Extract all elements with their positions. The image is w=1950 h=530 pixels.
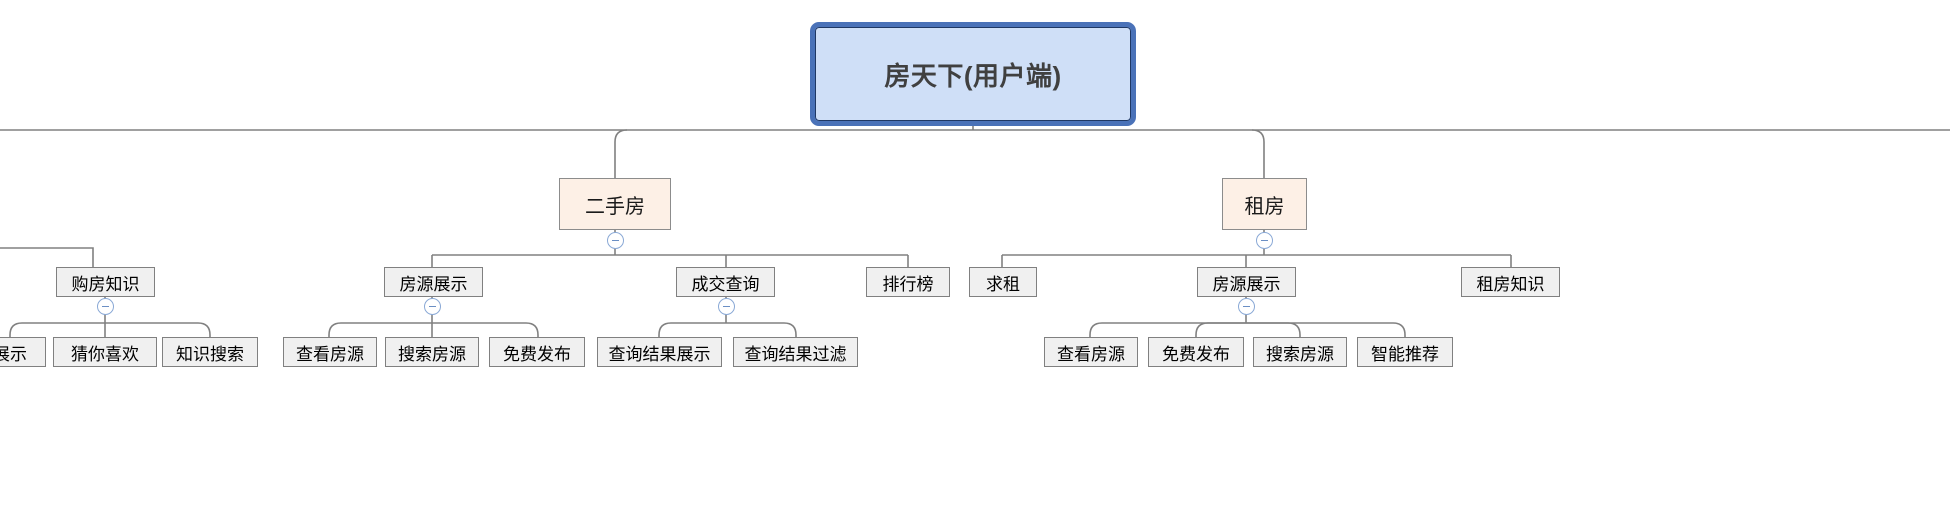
minus-icon [1243, 306, 1250, 307]
leaf-node-label: 搜索房源 [1266, 344, 1334, 364]
group-node-label: 房源展示 [399, 274, 468, 294]
group-node-chengjiaochaxun[interactable]: 成交查询 [676, 267, 775, 297]
group-node-zufangzhishi[interactable]: 租房知识 [1461, 267, 1560, 297]
leaf-node-zhanshi[interactable]: 展示 [0, 337, 46, 367]
leaf-node-label: 猜你喜欢 [71, 344, 139, 364]
leaf-node-suosuofangyuan-ershou[interactable]: 搜索房源 [385, 337, 479, 367]
minus-icon [429, 306, 436, 307]
group-node-label: 成交查询 [691, 274, 760, 294]
group-node-goufangzhishi[interactable]: 购房知识 [56, 267, 155, 297]
group-node-qiuzu[interactable]: 求租 [969, 267, 1037, 297]
root-node[interactable]: 房天下(用户端) [810, 22, 1136, 126]
minus-icon [723, 306, 730, 307]
leaf-node-label: 展示 [0, 344, 27, 364]
leaf-node-label: 智能推荐 [1371, 344, 1439, 364]
minus-icon [1261, 240, 1268, 241]
leaf-node-label: 免费发布 [1162, 344, 1230, 364]
group-node-label: 排行榜 [882, 274, 934, 294]
category-node-label: 二手房 [585, 195, 645, 218]
leaf-node-mianfeifabu-zufang[interactable]: 免费发布 [1148, 337, 1244, 367]
leaf-node-chakanfangyuan-ershou[interactable]: 查看房源 [283, 337, 377, 367]
leaf-node-label: 查询结果过滤 [744, 344, 847, 364]
leaf-node-label: 知识搜索 [176, 344, 244, 364]
leaf-node-suosuofangyuan-zufang[interactable]: 搜索房源 [1253, 337, 1347, 367]
leaf-node-mianfeifabu-ershou[interactable]: 免费发布 [489, 337, 585, 367]
minus-icon [102, 306, 109, 307]
leaf-node-label: 搜索房源 [398, 344, 466, 364]
leaf-node-chaxunjieguozhanshi[interactable]: 查询结果展示 [597, 337, 722, 367]
collapse-toggle-fangyuanzhanshi-ershou[interactable] [424, 298, 441, 315]
leaf-node-label: 免费发布 [503, 344, 571, 364]
leaf-node-zhishisousuo[interactable]: 知识搜索 [162, 337, 258, 367]
leaf-node-cainixihuan[interactable]: 猜你喜欢 [53, 337, 157, 367]
group-node-label: 租房知识 [1476, 274, 1545, 294]
category-node-label: 租房 [1244, 195, 1285, 218]
leaf-node-chaxunjieguoguolv[interactable]: 查询结果过滤 [733, 337, 858, 367]
minus-icon [612, 240, 619, 241]
group-node-paihangbang[interactable]: 排行榜 [866, 267, 950, 297]
category-node-ershoufang[interactable]: 二手房 [559, 178, 671, 230]
leaf-node-zhinengtuijian[interactable]: 智能推荐 [1357, 337, 1453, 367]
group-node-label: 房源展示 [1212, 274, 1281, 294]
group-node-fangyuanzhanshi-zufang[interactable]: 房源展示 [1197, 267, 1296, 297]
collapse-toggle-chengjiaochaxun[interactable] [718, 298, 735, 315]
group-node-label: 求租 [986, 274, 1020, 294]
collapse-toggle-goufangzhishi[interactable] [97, 298, 114, 315]
group-node-label: 购房知识 [71, 274, 140, 294]
leaf-node-label: 查看房源 [1057, 344, 1125, 364]
collapse-toggle-ershoufang[interactable] [607, 232, 624, 249]
category-node-zufang[interactable]: 租房 [1222, 178, 1307, 230]
collapse-toggle-fangyuanzhanshi-zufang[interactable] [1238, 298, 1255, 315]
collapse-toggle-zufang[interactable] [1256, 232, 1273, 249]
leaf-node-label: 查询结果展示 [608, 344, 711, 364]
root-node-label: 房天下(用户端) [884, 60, 1062, 91]
leaf-node-label: 查看房源 [296, 344, 364, 364]
leaf-node-chakanfangyuan-zufang[interactable]: 查看房源 [1044, 337, 1138, 367]
group-node-fangyuanzhanshi-ershou[interactable]: 房源展示 [384, 267, 483, 297]
